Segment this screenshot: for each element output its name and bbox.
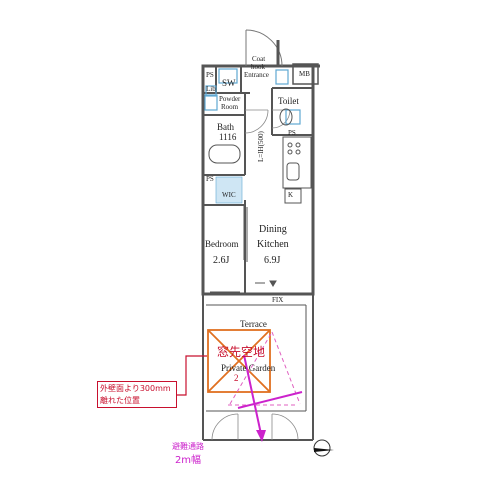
callout-leader [177,355,207,396]
evac-line-1: 避難通路 [172,442,204,451]
label-k: K [288,191,294,199]
label-garden-num: 2 [234,373,239,383]
entrance-door [245,29,283,67]
label-hook: hook [251,63,265,71]
evac-label: 避難通路 2m幅 [158,440,218,468]
garden-gates [211,413,299,441]
bath-door [244,109,291,134]
label-dk-size: 6.9J [264,255,281,266]
evac-arrow-icon [237,354,303,442]
window-area-box [207,329,271,393]
bathtub [208,144,241,164]
label-entrance: Entrance [244,71,269,79]
label-bath-size: 1116 [219,132,237,142]
offset-callout: 外壁面より300mm 離れた位置 [97,381,177,408]
terrace-walls [202,294,314,441]
label-wic: WIC [222,191,236,199]
label-refrig: L=IH(500) [257,131,265,162]
label-sw: SW [222,78,236,88]
interior-walls [203,66,313,294]
label-kitchen: Kitchen [257,239,289,250]
label-bath: Bath [217,122,234,132]
label-room: Room [221,103,239,111]
north-arrow-icon [313,439,334,457]
callout-line-2: 離れた位置 [100,396,140,405]
label-powder: Powder [219,95,241,103]
label-lib: Lib [206,85,216,93]
label-fix: FIX [272,296,284,304]
label-bedroom: Bedroom [205,239,239,249]
label-window-area: 窓先空地 [217,345,266,359]
label-dining: Dining [259,224,287,235]
mb-box [292,63,319,85]
label-garden: Private Garden [221,363,276,373]
label-bed-size: 2.6J [213,255,230,266]
sliding-doors [210,205,277,296]
kitchen-counter [282,136,312,204]
label-mb: MB [299,70,310,78]
label-coat: Coat [252,55,266,63]
toilet-fixture [279,108,293,126]
label-ps-toilet: PS [288,129,296,137]
evac-dashes [228,331,301,406]
evac-line-2: 2m幅 [174,455,202,466]
label-ps-top: PS [206,71,214,79]
label-ps-wic: PS [206,175,214,183]
fixtures [204,68,301,204]
callout-line-1: 外壁面より300mm [100,384,171,393]
label-toilet: Toilet [278,96,299,106]
label-terrace: Terrace [240,319,267,329]
walls [201,64,320,296]
